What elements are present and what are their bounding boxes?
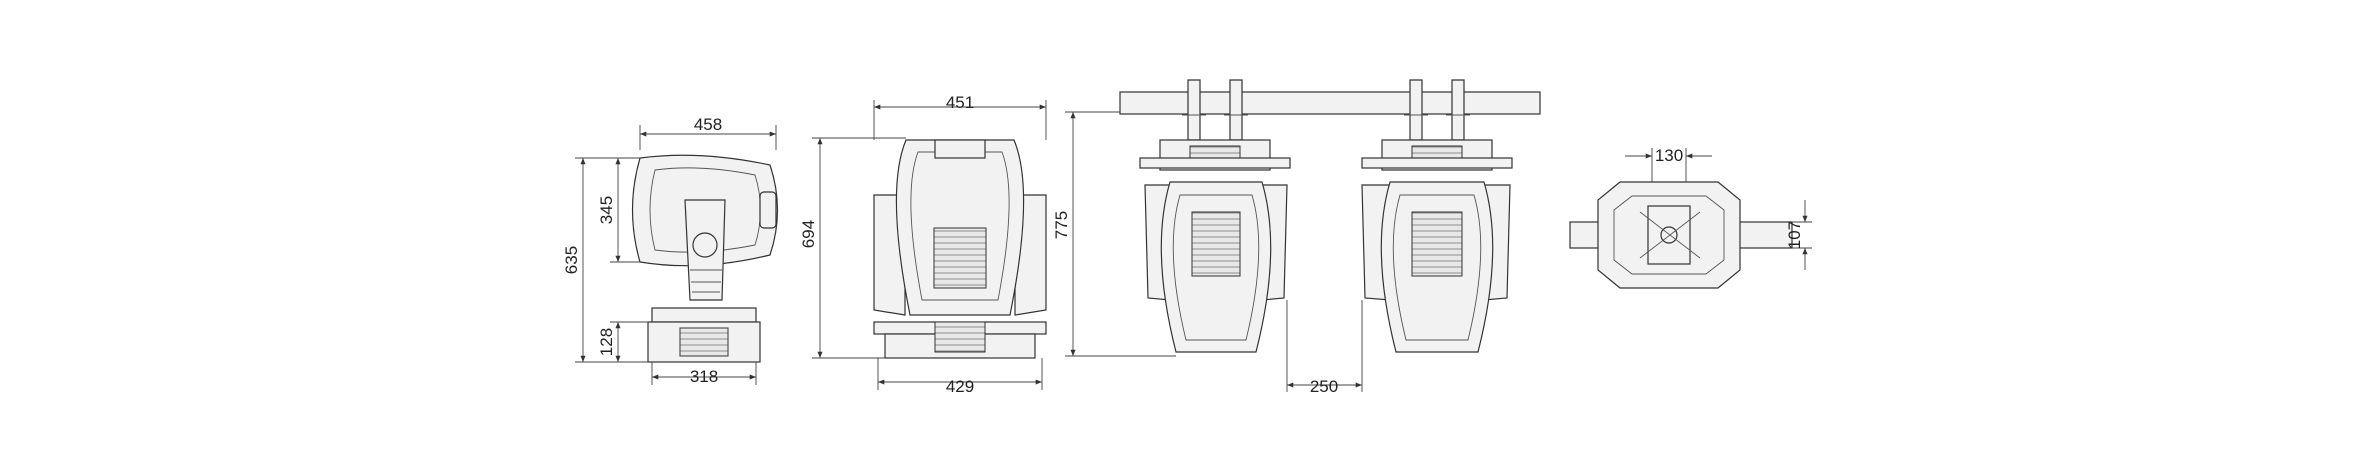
side-dim-head-height: 345 [597,196,616,224]
side-dim-width-top: 458 [694,115,722,134]
front-dim-height: 694 [799,220,818,248]
top-dim-width: 130 [1655,146,1683,165]
top-dim-height: 107 [1785,221,1804,249]
side-base-display [679,327,729,357]
side-head-inner [649,167,761,253]
rear-clamped-view [1361,79,1513,353]
front-clamped-view: 775 250 [1052,79,1541,396]
side-dim-total-height: 635 [562,246,581,274]
rear-clamped-grille [1411,211,1463,277]
front-view: 451 694 429 [799,93,1047,396]
side-dim-base-height: 128 [597,328,616,356]
front-head-grille [933,227,987,289]
front-dim-width-top: 451 [946,93,974,112]
front-head-top-panel [934,139,986,159]
front-clamps [1182,79,1248,141]
top-view: 130 107 [1569,146,1812,289]
front-clamped-dim-height: 775 [1052,211,1071,239]
truss-pipe [1119,91,1541,115]
side-dim-base-width: 318 [690,367,718,386]
rear-clamps [1404,79,1470,141]
front-clamped-grille [1191,211,1241,277]
side-view: 458 345 635 128 318 [562,115,779,386]
front-head-inner [910,151,1010,301]
side-tilt-axis [692,232,718,258]
side-head-lens [759,191,777,229]
front-dim-base-width: 429 [946,377,974,396]
side-base-top [651,307,757,323]
front-base-display [934,321,986,353]
front-clamped-dim-offset: 250 [1310,377,1338,396]
